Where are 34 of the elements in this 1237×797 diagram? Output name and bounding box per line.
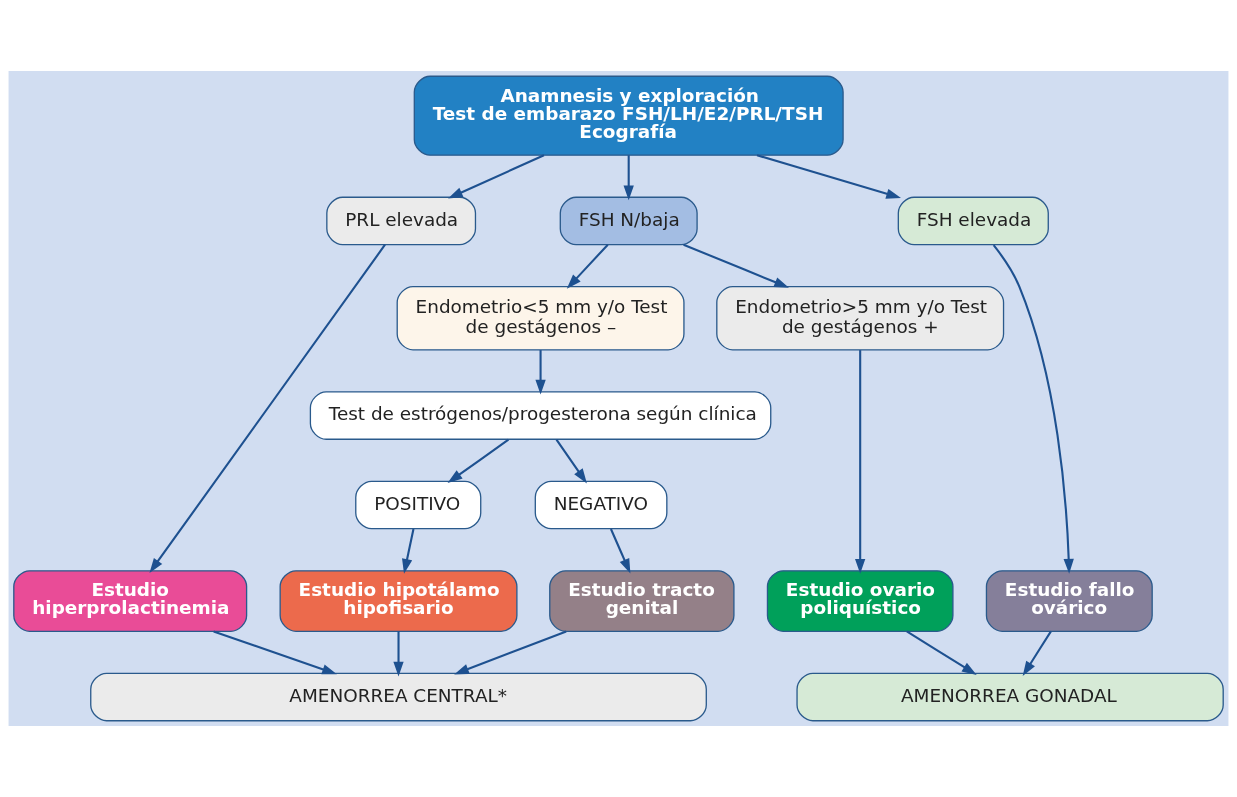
node-box: FSH N/baja bbox=[559, 196, 698, 246]
node-box: Estudio hipotálamo hipofisario bbox=[279, 570, 518, 632]
node-box: Endometrio>5 mm y/o Test de gestágenos + bbox=[716, 286, 1005, 351]
arrow bbox=[535, 350, 546, 395]
arrow bbox=[1022, 630, 1052, 676]
node-box: Estudio fallo ovárico bbox=[985, 570, 1153, 632]
arrow bbox=[213, 630, 337, 675]
arrow bbox=[402, 528, 415, 574]
node-box: PRL elevada bbox=[326, 196, 477, 246]
arrow bbox=[393, 631, 404, 677]
arrow bbox=[683, 243, 789, 288]
arrow bbox=[149, 244, 386, 573]
node-box: Endometrio<5 mm y/o Test de gestágenos – bbox=[396, 286, 685, 351]
arrow bbox=[448, 154, 545, 199]
node-box: Anamnesis y exploración Test de embarazo FSH/LH/E2/PRL/TSH Ecografía bbox=[413, 75, 844, 156]
node-box: Test de estrógenos/progesterona según clínica bbox=[309, 391, 772, 440]
arrow bbox=[555, 439, 587, 484]
arrow bbox=[566, 243, 609, 289]
node-box: AMENORREA GONADAL bbox=[796, 672, 1224, 722]
node-box: AMENORREA CENTRAL* bbox=[90, 672, 707, 722]
arrow bbox=[855, 350, 866, 574]
arrow bbox=[447, 438, 510, 483]
node-box: Estudio tracto genital bbox=[549, 570, 735, 632]
arrow bbox=[756, 154, 901, 199]
node-box: POSITIVO bbox=[355, 480, 482, 530]
node-box: FSH elevada bbox=[897, 196, 1049, 246]
node-box: Estudio hiperprolactinemia bbox=[13, 570, 248, 632]
arrow bbox=[454, 630, 567, 675]
arrow bbox=[906, 630, 977, 675]
arrow bbox=[992, 244, 1074, 574]
arrow bbox=[623, 155, 634, 201]
node-box: Estudio ovario poliquístico bbox=[766, 570, 954, 632]
node-box: NEGATIVO bbox=[534, 480, 668, 530]
arrow bbox=[609, 528, 631, 574]
